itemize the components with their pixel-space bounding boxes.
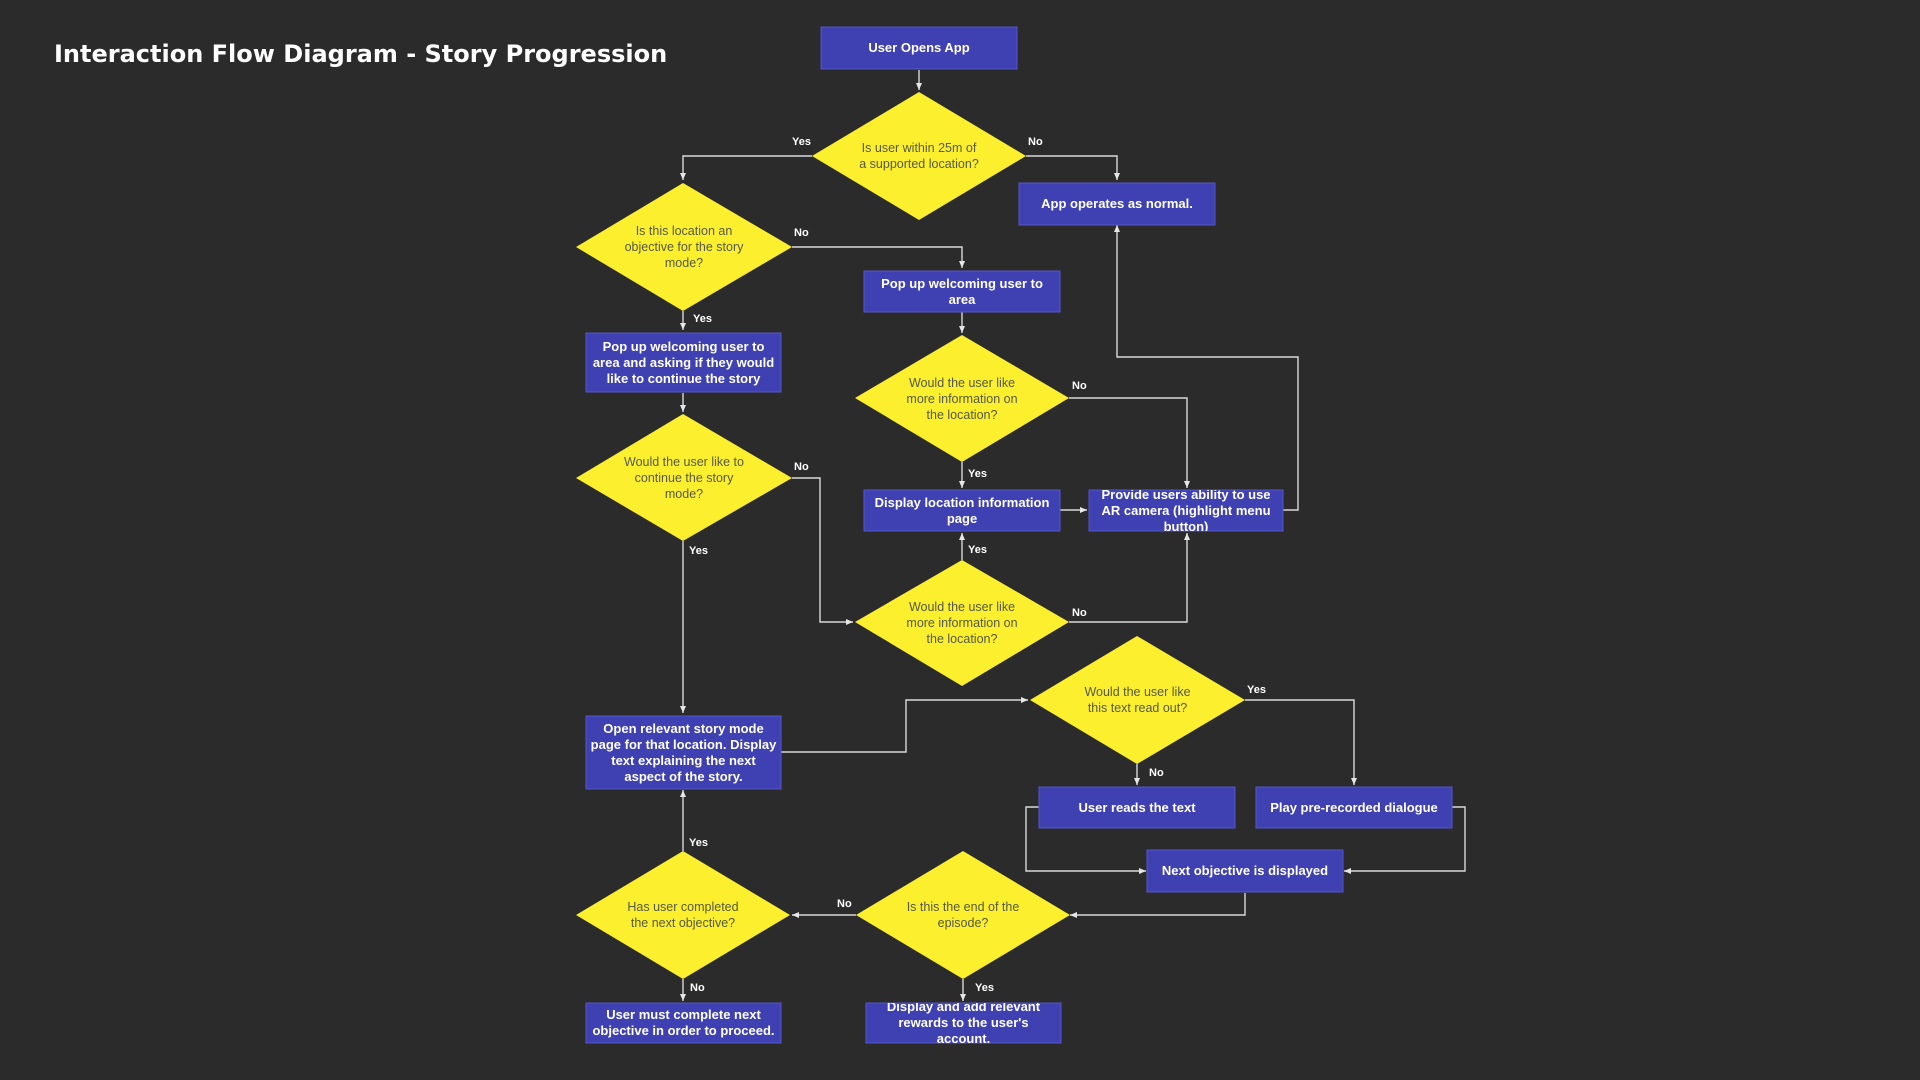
edge-label-objective-no: No	[794, 227, 809, 239]
node-next-objective: Next objective is displayed	[1161, 863, 1329, 878]
edge-within-no	[1026, 155, 1120, 180]
node-popup-welcome-continue: Pop up welcoming user to area and asking…	[592, 338, 775, 386]
edge-label-readout-no: No	[1149, 767, 1164, 779]
edge-info2-no	[1069, 533, 1190, 623]
edge-label-completed-no: No	[690, 982, 705, 994]
node-popup-welcome-area: Pop up welcoming user to area	[881, 275, 1043, 307]
edge-objective-no	[792, 246, 965, 268]
node-location-info-page: Display location information page	[874, 494, 1050, 526]
edge-story-to-readout	[781, 697, 1028, 753]
edge-label-info2-no: No	[1072, 607, 1087, 619]
decision-within-25m: Is user within 25m of a supported locati…	[859, 141, 979, 171]
edge-label-info1-yes: Yes	[968, 468, 987, 480]
edge-label-within-no: No	[1028, 136, 1043, 148]
decision-end-episode: Is this the end of the episode?	[906, 900, 1020, 930]
edge-label-info1-no: No	[1072, 380, 1087, 392]
edge-label-within-yes: Yes	[792, 136, 811, 148]
node-ar-camera: Provide users ability to use AR camera (…	[1101, 490, 1271, 531]
edge-label-objective-yes: Yes	[693, 313, 712, 325]
edge-label-continue-yes: Yes	[689, 545, 708, 557]
decision-completed-objective: Has user completed the next objective?	[627, 900, 739, 930]
edge-label-end-no: No	[837, 898, 852, 910]
edge-info1-no	[1069, 397, 1190, 488]
edge-label-readout-yes: Yes	[1247, 684, 1266, 696]
edge-within-yes	[680, 155, 812, 180]
edge-reads-to-next	[1025, 806, 1146, 874]
edge-ar-to-normal	[1114, 225, 1299, 511]
decision-more-info-1: Would the user like more information on …	[906, 375, 1018, 422]
edge-dialogue-to-next	[1344, 806, 1466, 874]
edge-label-continue-no: No	[794, 461, 809, 473]
edge-readout-yes	[1245, 699, 1357, 785]
decision-location-objective: Is this location an objective for the st…	[624, 224, 744, 270]
node-play-dialogue: Play pre-recorded dialogue	[1270, 799, 1438, 815]
node-user-opens-app: User Opens App	[868, 40, 970, 55]
node-story-mode-page: Open relevant story mode page for that l…	[590, 720, 777, 784]
edge-label-info2-yes: Yes	[968, 544, 987, 556]
decision-read-out: Would the user like this text read out?	[1084, 685, 1191, 715]
edge-label-completed-yes: Yes	[689, 837, 708, 849]
node-app-operates-normal: App operates as normal.	[1041, 196, 1193, 211]
edge-continue-no	[792, 477, 853, 625]
node-must-complete: User must complete next objective in ord…	[592, 1007, 775, 1038]
node-rewards: Display and add relevant rewards to the …	[886, 1003, 1041, 1043]
edge-label-end-yes: Yes	[975, 982, 994, 994]
edge-next-to-end	[1070, 893, 1246, 918]
page-title: Interaction Flow Diagram - Story Progres…	[54, 40, 668, 68]
decision-continue-story: Would the user like to continue the stor…	[624, 454, 744, 501]
decision-more-info-2: Would the user like more information on …	[906, 600, 1018, 646]
node-user-reads-text: User reads the text	[1078, 799, 1196, 815]
